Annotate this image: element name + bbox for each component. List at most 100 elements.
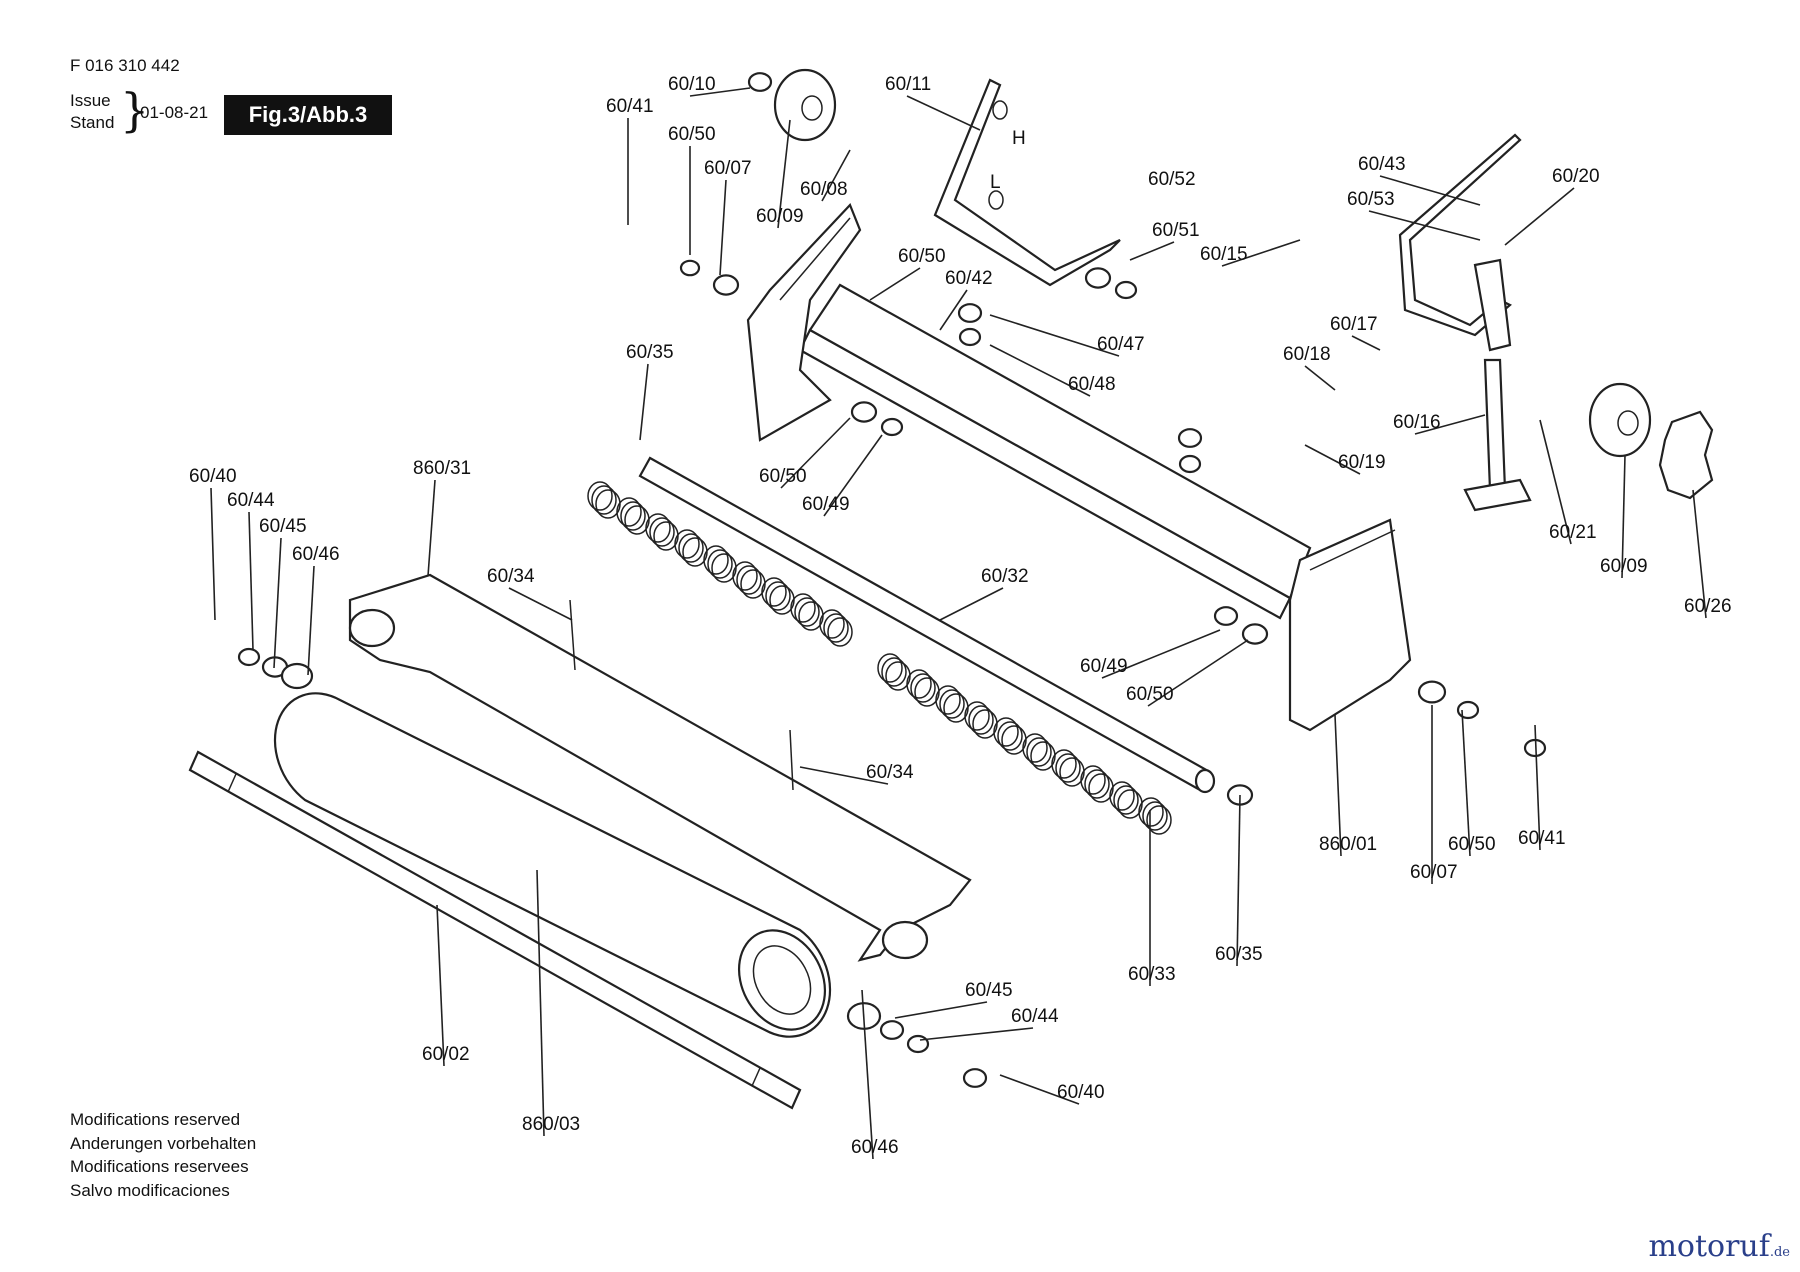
part-label: 60/02 (422, 1044, 470, 1065)
part-label: 60/20 (1552, 166, 1600, 187)
part-label: 60/11 (885, 74, 931, 95)
part-label: 60/10 (668, 74, 716, 95)
part-label: 60/35 (626, 342, 674, 363)
axle-shaft (188, 750, 802, 1110)
washer (1417, 680, 1447, 704)
part-label: 60/18 (1283, 344, 1331, 365)
inner-label-h: H (1012, 128, 1026, 149)
part-label: 60/15 (1200, 244, 1248, 265)
leader-line (939, 289, 968, 331)
part-label: 60/49 (802, 494, 850, 515)
washer (1213, 606, 1239, 626)
washer (906, 1034, 930, 1054)
spring-coil (703, 545, 729, 575)
leader-line (894, 1001, 988, 1019)
leader-line (821, 149, 851, 202)
part-label: 60/21 (1549, 522, 1597, 543)
leader-line (1692, 489, 1707, 619)
part-label: 60/35 (1215, 944, 1263, 965)
leader-line (689, 87, 751, 97)
washer (237, 647, 261, 667)
leader-line (1236, 794, 1241, 967)
roller-drum (273, 692, 832, 1038)
leader-line (508, 587, 573, 621)
logo-suffix: .de (1769, 1245, 1790, 1260)
washer (850, 401, 878, 423)
part-label: 60/41 (1518, 828, 1566, 849)
issue-stand-label: Issue Stand (70, 90, 114, 134)
leader-line (1461, 709, 1471, 857)
leader-line (1534, 724, 1541, 851)
leader-line (307, 565, 315, 676)
leader-line (777, 119, 791, 229)
spring-coil (1051, 749, 1077, 779)
spring-coil (877, 653, 903, 683)
spring-coil (674, 529, 700, 559)
spring-coil (678, 533, 704, 563)
spring-coil (1113, 785, 1139, 815)
leader-lines (210, 87, 1707, 1160)
spring-coil (1055, 753, 1081, 783)
issue-label: Issue (70, 91, 111, 110)
part-label: 60/19 (1338, 452, 1386, 473)
spring-coil (823, 613, 849, 643)
part-label: 60/41 (606, 96, 654, 117)
leader-line (1129, 241, 1175, 261)
leader-line (939, 587, 1004, 621)
leader-line (1221, 239, 1301, 267)
spring-coil (645, 513, 671, 543)
part-label: 60/40 (1057, 1082, 1105, 1103)
leader-line (989, 344, 1091, 397)
leader-line (1379, 175, 1481, 206)
leader-line (1101, 629, 1221, 679)
spring-coil (1080, 765, 1106, 795)
figure-badge: Fig.3/Abb.3 (224, 95, 392, 135)
leader-line (1351, 335, 1381, 351)
spring-coil (935, 685, 961, 715)
leader-line (536, 869, 545, 1137)
spring-coil (819, 609, 845, 639)
washer (679, 259, 701, 277)
leader-line (1304, 444, 1361, 475)
spring-coil (587, 481, 613, 511)
part-label: 60/16 (1393, 412, 1441, 433)
leader-line (919, 1027, 1034, 1041)
handle-bracket (933, 78, 1121, 287)
leader-line (906, 95, 981, 131)
spring-coil (790, 593, 816, 623)
spring-coil (910, 673, 936, 703)
part-label: 60/53 (1347, 189, 1395, 210)
leader-line (1414, 414, 1486, 435)
part-label: 60/34 (487, 566, 535, 587)
spring-coil (1109, 781, 1135, 811)
spring-coil (761, 577, 787, 607)
part-label: 60/45 (259, 516, 307, 537)
spring-coil (1022, 733, 1048, 763)
part-label: 60/45 (965, 980, 1013, 1001)
part-label: 860/31 (413, 458, 471, 479)
washer (1456, 700, 1480, 720)
spring-coil (736, 565, 762, 595)
spring-coil (968, 705, 994, 735)
footer-line: Anderungen vorbehalten (70, 1133, 257, 1153)
rake-frame-bar (746, 202, 1412, 732)
part-label: 60/34 (866, 762, 914, 783)
spring-coil (616, 497, 642, 527)
washer (712, 274, 740, 296)
leader-line (1621, 454, 1626, 579)
leader-line (248, 511, 254, 651)
washer (1178, 454, 1202, 474)
spring-coil (906, 669, 932, 699)
part-label: 60/09 (756, 206, 804, 227)
part-label: 60/50 (668, 124, 716, 145)
part-label: 60/33 (1128, 964, 1176, 985)
part-label: 60/42 (945, 268, 993, 289)
part-label: 860/01 (1319, 834, 1377, 855)
spring-coil (765, 581, 791, 611)
leader-line (1147, 639, 1249, 707)
spring-coil (620, 501, 646, 531)
roller-frame (348, 573, 972, 962)
part-label: 60/44 (227, 490, 275, 511)
part-label: 60/47 (1097, 334, 1145, 355)
